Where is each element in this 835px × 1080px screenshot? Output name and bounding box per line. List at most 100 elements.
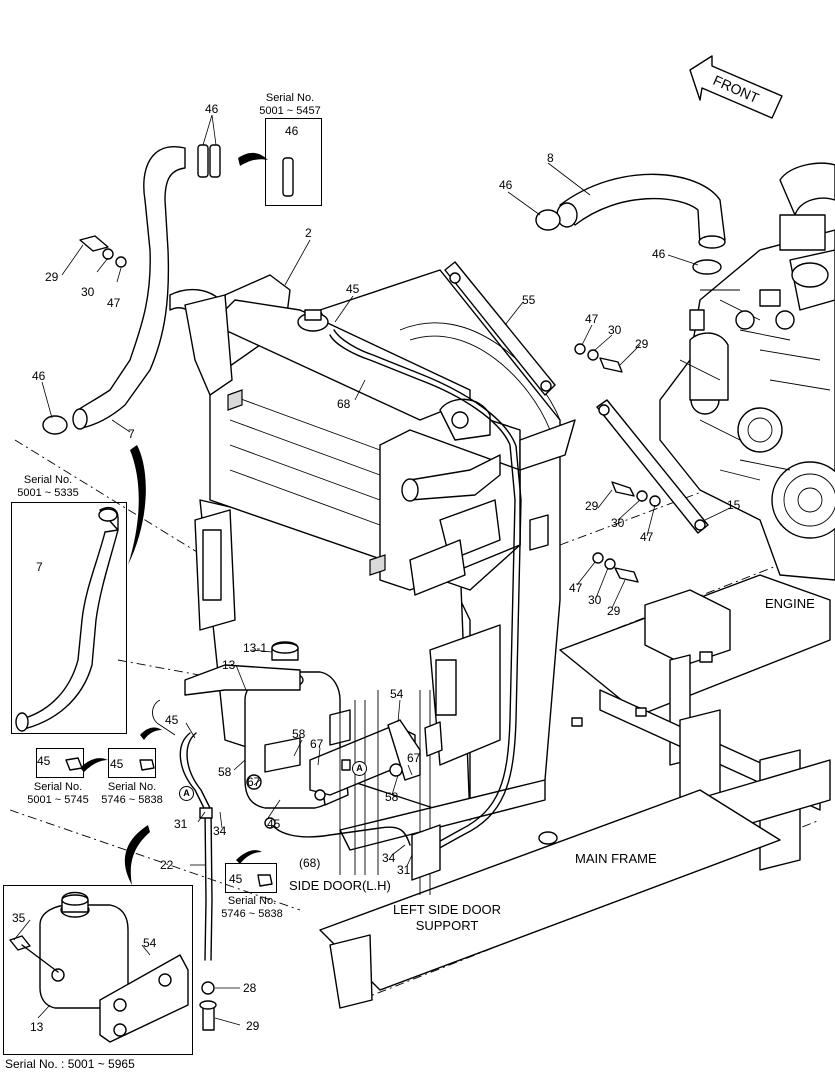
callout-30-left: 30 bbox=[81, 285, 95, 299]
serial-note-45b-line2: 5746 ~ 5838 bbox=[101, 794, 163, 807]
callout-45-neck: 45 bbox=[346, 282, 360, 296]
callout-28: 28 bbox=[243, 981, 257, 995]
serial-box-46 bbox=[265, 118, 322, 206]
callout-47-upper: 47 bbox=[585, 312, 599, 326]
clamp-icons-45 bbox=[65, 757, 273, 887]
caption-left-side-door: LEFT SIDE DOOR bbox=[392, 902, 502, 917]
callout-29-upper: 29 bbox=[635, 337, 649, 351]
front-arrow bbox=[689, 55, 783, 119]
side-door-lines bbox=[339, 690, 443, 895]
serial-note-46: Serial No. 5001 ~ 5457 bbox=[259, 92, 320, 118]
caption-left-side-door-support: SUPPORT bbox=[415, 918, 479, 933]
serial-note-inset: Serial No. : 5001 ~ 5965 bbox=[5, 1057, 135, 1071]
callout-31-right: 31 bbox=[397, 863, 411, 877]
callout-46-left: 46 bbox=[32, 369, 46, 383]
callout-30-lower: 30 bbox=[588, 593, 602, 607]
caption-engine: ENGINE bbox=[765, 596, 815, 611]
callout-29-lower: 29 bbox=[607, 604, 621, 618]
serial-note-45c-line2: 5746 ~ 5838 bbox=[221, 908, 283, 921]
stays bbox=[444, 261, 709, 534]
callout-58-right: 58 bbox=[385, 790, 399, 804]
caption-side-door: SIDE DOOR(L.H) bbox=[289, 878, 391, 893]
hose-clamps bbox=[42, 144, 722, 435]
callout-47-mid: 47 bbox=[640, 530, 654, 544]
callout-45-drain: 45 bbox=[165, 713, 179, 727]
callout-34-left: 34 bbox=[213, 824, 227, 838]
serial-box-45a bbox=[36, 748, 84, 778]
bolt-sets bbox=[79, 235, 661, 583]
callout-8: 8 bbox=[547, 151, 554, 165]
callout-29-left: 29 bbox=[45, 270, 59, 284]
leader-lines bbox=[13, 114, 731, 1026]
serial-note-45b: Serial No. 5746 ~ 5838 bbox=[101, 781, 162, 807]
callout-13-inset: 13 bbox=[30, 1020, 44, 1034]
caption-main-frame: MAIN FRAME bbox=[575, 851, 657, 866]
serial-box-7 bbox=[11, 502, 127, 734]
serial-note-46-line2: 5001 ~ 5457 bbox=[259, 105, 321, 118]
callout-29-bottom: 29 bbox=[246, 1019, 260, 1033]
callout-54: 54 bbox=[390, 687, 404, 701]
serial-box-45b bbox=[108, 748, 156, 778]
callout-29-mid: 29 bbox=[585, 499, 599, 513]
lower-hose-7 bbox=[72, 146, 233, 430]
callout-45-tube: 45 bbox=[267, 817, 281, 831]
callout-46-detail: 46 bbox=[285, 124, 299, 138]
serial-note-45c-line1: Serial No. bbox=[227, 895, 277, 907]
engine bbox=[659, 162, 835, 581]
serial-note-45c: Serial No. 5746 ~ 5838 bbox=[221, 895, 282, 921]
callout-58-tank: 58 bbox=[292, 727, 306, 741]
callout-30-upper: 30 bbox=[608, 323, 622, 337]
callout-67-tank: 67 bbox=[310, 737, 324, 751]
clamp-detail-46 bbox=[238, 152, 294, 197]
callout-30-mid: 30 bbox=[611, 516, 625, 530]
callout-45-box-a: 45 bbox=[37, 754, 51, 768]
callout-7: 7 bbox=[128, 427, 135, 441]
radiator-outlet-tube bbox=[401, 398, 501, 502]
serial-note-45a: Serial No. 5001 ~ 5745 bbox=[27, 781, 88, 807]
inset-box bbox=[3, 885, 193, 1055]
main-frame bbox=[319, 574, 831, 1009]
callout-7-inset: 7 bbox=[36, 560, 43, 574]
callout-68: 68 bbox=[337, 397, 351, 411]
serial-note-45b-line1: Serial No. bbox=[107, 781, 157, 793]
callout-67-left: 67 bbox=[247, 775, 261, 789]
callout-13: 13 bbox=[222, 658, 236, 672]
indicator-arrows bbox=[80, 445, 262, 885]
callout-13-1: 13-1 bbox=[243, 641, 268, 655]
tank-overflow-tube bbox=[264, 817, 411, 846]
drain-hose-22 bbox=[152, 699, 217, 1031]
callout-46-top: 46 bbox=[205, 102, 219, 116]
callout-34-right: 34 bbox=[382, 851, 396, 865]
callout-68-tube: (68) bbox=[299, 856, 321, 870]
serial-note-7: Serial No. 5001 ~ 5335 bbox=[17, 474, 78, 500]
callout-45-box-c: 45 bbox=[229, 872, 243, 886]
marker-a-right: A bbox=[352, 761, 367, 776]
callout-2: 2 bbox=[305, 226, 312, 240]
serial-box-45c bbox=[225, 863, 277, 893]
inset-tank bbox=[9, 891, 189, 1043]
callout-46-engine: 46 bbox=[652, 247, 666, 261]
callout-47-lower: 47 bbox=[569, 581, 583, 595]
callout-22: 22 bbox=[160, 858, 174, 872]
inset-hose-7 bbox=[15, 506, 119, 732]
callout-47-left: 47 bbox=[107, 296, 121, 310]
marker-a-left: A bbox=[179, 786, 194, 801]
callout-31-left: 31 bbox=[174, 817, 188, 831]
callout-45-box-b: 45 bbox=[110, 757, 124, 771]
serial-note-45a-line2: 5001 ~ 5745 bbox=[27, 794, 89, 807]
callout-15: 15 bbox=[727, 498, 741, 512]
serial-note-46-line1: Serial No. bbox=[265, 92, 315, 104]
serial-note-45a-line1: Serial No. bbox=[33, 781, 83, 793]
upper-hose-8 bbox=[556, 173, 726, 249]
callout-58-left: 58 bbox=[218, 765, 232, 779]
overflow-hose-68 bbox=[297, 309, 522, 861]
callout-46-upper: 46 bbox=[499, 178, 513, 192]
callout-55: 55 bbox=[522, 293, 536, 307]
serial-note-7-line1: Serial No. bbox=[23, 474, 73, 486]
callout-54-inset: 54 bbox=[143, 936, 157, 950]
serial-note-7-line2: 5001 ~ 5335 bbox=[17, 487, 79, 500]
callout-67-right: 67 bbox=[407, 751, 421, 765]
callout-35-inset: 35 bbox=[12, 911, 26, 925]
